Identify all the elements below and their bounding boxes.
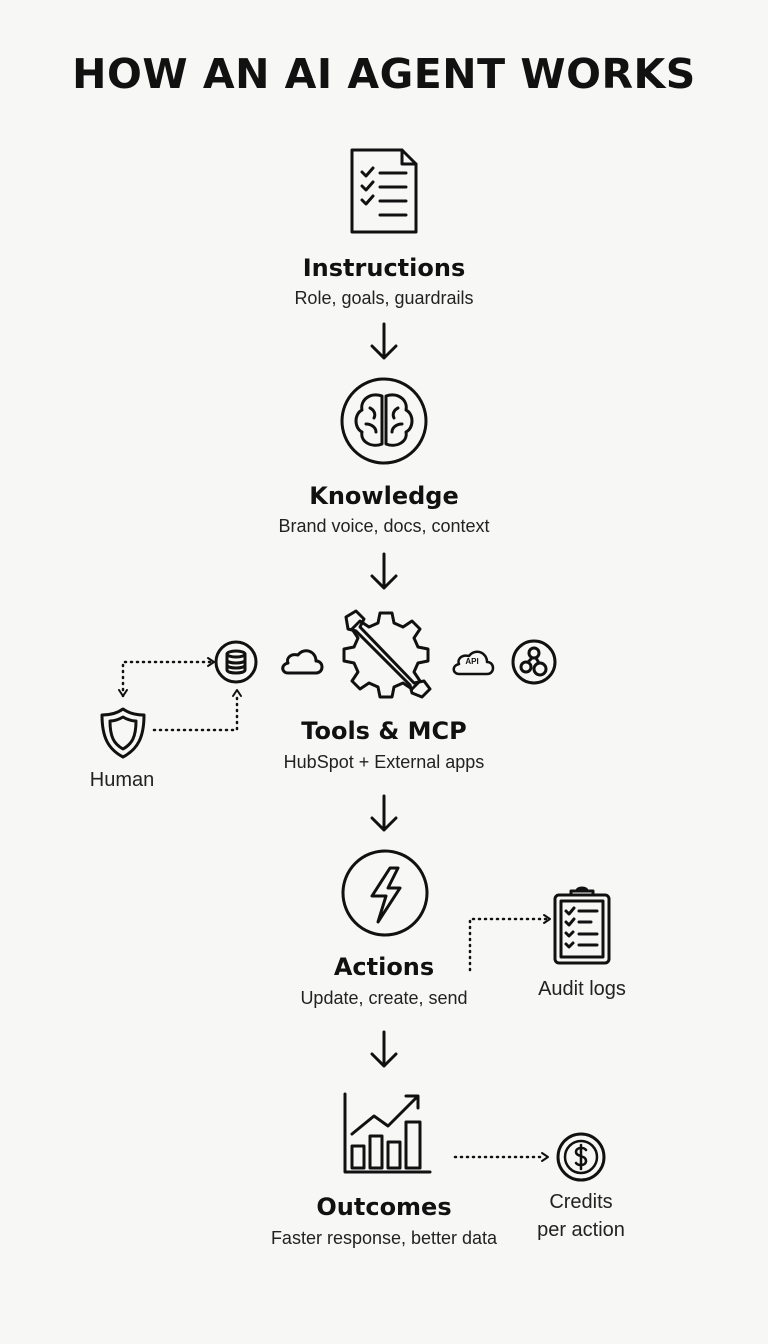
network-icon	[511, 639, 557, 685]
dotted-connector	[453, 1152, 549, 1162]
database-icon	[214, 640, 258, 684]
dollar-coin-icon	[556, 1132, 606, 1182]
credits-label-line2: per action	[537, 1219, 625, 1241]
step-subtitle-knowledge: Brand voice, docs, context	[278, 516, 490, 536]
api-cloud-icon	[452, 650, 495, 676]
shield-icon	[100, 707, 146, 759]
lightning-bolt-icon	[341, 849, 429, 937]
step-subtitle-outcomes: Faster response, better data	[270, 1228, 498, 1248]
gear-wrench-icon	[342, 609, 432, 699]
audit-logs-label: Audit logs	[538, 978, 626, 1000]
step-title-tools: Tools & MCP	[301, 717, 467, 745]
step-title-knowledge: Knowledge	[309, 482, 459, 510]
human-label: Human	[89, 769, 155, 791]
step-subtitle-actions: Update, create, send	[300, 988, 468, 1008]
dotted-connector	[118, 657, 215, 698]
dotted-connector	[468, 914, 551, 972]
step-subtitle-tools: HubSpot + External apps	[283, 752, 485, 772]
step-title-outcomes: Outcomes	[316, 1193, 452, 1221]
cloud-icon	[281, 649, 324, 675]
dotted-connector	[152, 689, 242, 732]
arrow-down-icon	[370, 322, 398, 360]
credits-label-line1: Credits	[549, 1191, 613, 1213]
step-subtitle-instructions: Role, goals, guardrails	[294, 288, 474, 308]
arrow-down-icon	[370, 552, 398, 590]
api-label: API	[465, 657, 479, 666]
document-checklist-icon	[350, 148, 418, 234]
brain-icon	[340, 377, 428, 465]
arrow-down-icon	[370, 794, 398, 832]
arrow-down-icon	[370, 1030, 398, 1068]
page-title: HOW AN AI AGENT WORKS	[72, 50, 696, 98]
step-title-actions: Actions	[333, 953, 435, 981]
clipboard-icon	[553, 886, 611, 965]
step-title-instructions: Instructions	[302, 254, 466, 282]
growth-chart-icon	[343, 1092, 432, 1174]
